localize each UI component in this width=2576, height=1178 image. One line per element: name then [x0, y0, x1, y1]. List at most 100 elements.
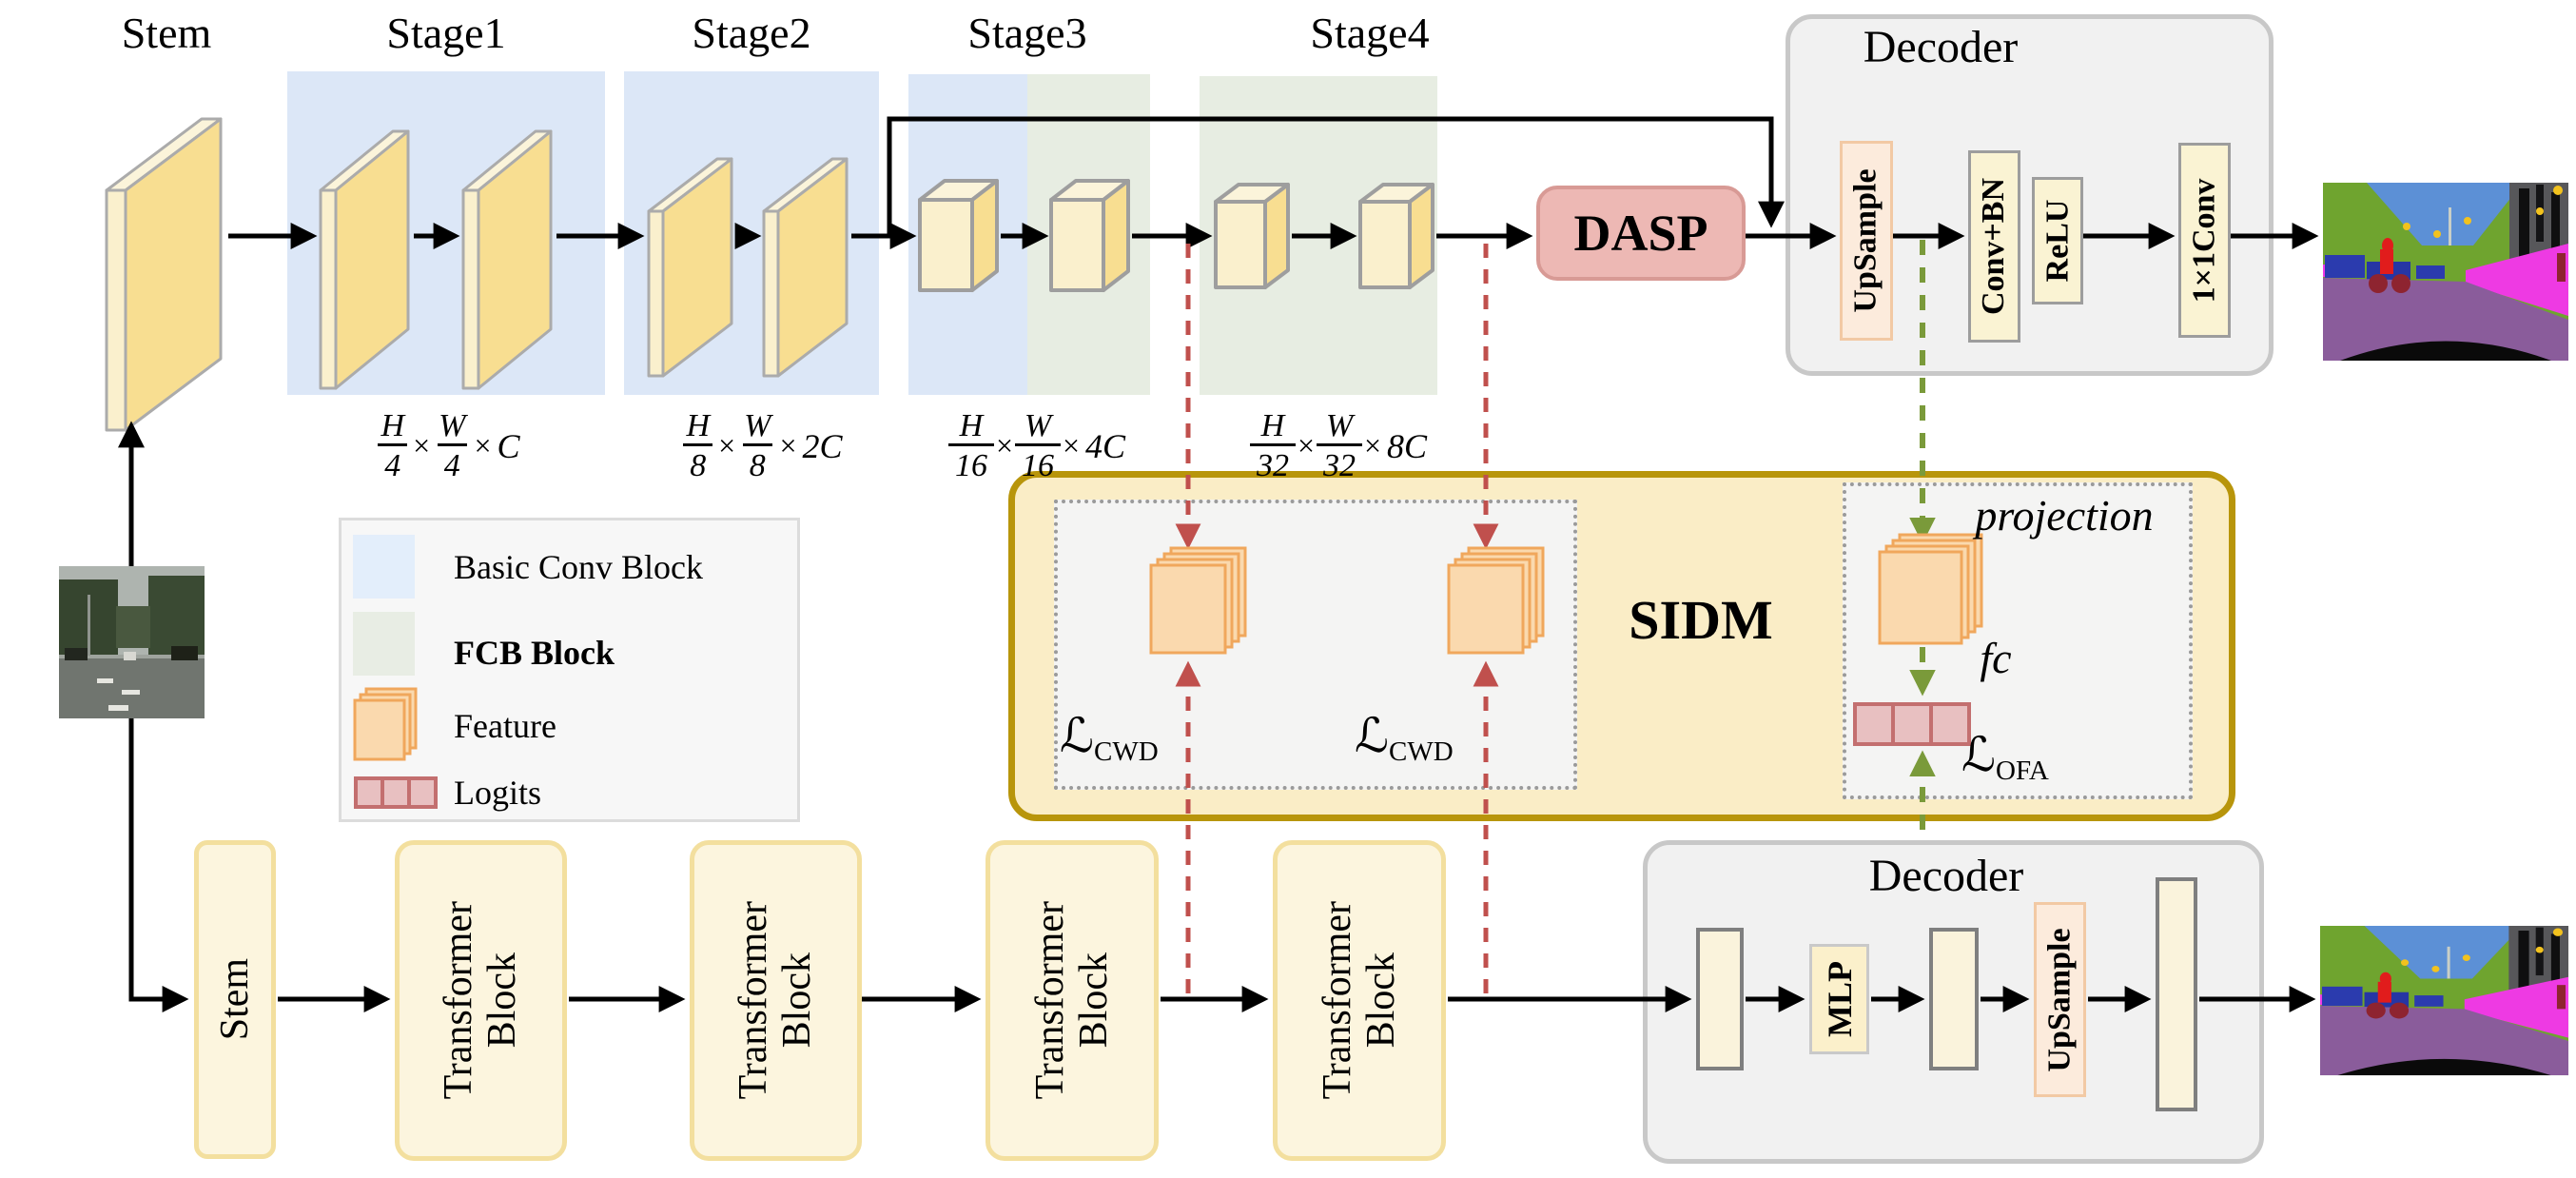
transformer-block-label-line2: Block [480, 952, 525, 1049]
transformer-block-label-line1: Transformer [437, 901, 481, 1100]
student-stem-block: Stem [194, 840, 276, 1159]
dim-denominator: 8 [742, 442, 772, 483]
loss-letter: ℒ [1355, 708, 1390, 763]
stage1-slab-2 [461, 129, 553, 390]
stage3-cube-2 [1049, 179, 1130, 292]
loss-cwd-1: ℒ CWD [1060, 712, 1159, 768]
dim-denominator: 4 [378, 442, 408, 483]
student-mlp-bar: MLP [1809, 944, 1869, 1054]
feature-icon [351, 687, 421, 763]
stage4-cube-1 [1214, 183, 1290, 289]
student-feature-bar-2 [1929, 928, 1979, 1070]
teacher-upsample-label: UpSample [1848, 168, 1884, 313]
dim-denominator: 32 [1249, 442, 1296, 483]
cwd-feature-stack-2 [1447, 546, 1545, 655]
stage2-title: Stage2 [692, 9, 811, 57]
legend-basic-conv-swatch [353, 535, 415, 599]
stage1-title: Stage1 [386, 9, 506, 57]
student-upsample-label: UpSample [2041, 927, 2078, 1072]
times-sign: × [995, 428, 1013, 463]
teacher-output-segmentation [2323, 183, 2568, 361]
dim-numerator: W [1325, 408, 1354, 443]
teacher-conv1x1-label: 1×1Conv [2186, 178, 2222, 303]
student-upsample-bar: UpSample [2034, 902, 2086, 1097]
loss-cwd-2: ℒ CWD [1355, 712, 1454, 768]
dim-denominator: 4 [437, 442, 467, 483]
dim-numerator: W [439, 408, 466, 443]
dim-channels: 4C [1085, 426, 1126, 465]
sidm-title: SIDM [1629, 589, 1773, 651]
teacher-conv-bn-bar: Conv+BN [1968, 150, 2020, 343]
loss-subscript: CWD [1094, 736, 1159, 767]
teacher-conv1x1-bar: 1×1Conv [2178, 143, 2231, 338]
legend-label-fcb: FCB Block [454, 634, 615, 672]
dim-channels: C [497, 426, 520, 465]
fc-label: fc [1980, 634, 2012, 682]
loss-subscript: CWD [1389, 736, 1454, 767]
student-mlp-label: MLP [1820, 961, 1859, 1037]
legend-label-logits: Logits [454, 774, 542, 812]
teacher-relu-label: ReLU [2039, 199, 2076, 283]
teacher-relu-bar: ReLU [2032, 177, 2083, 304]
dasp-label: DASP [1573, 205, 1708, 262]
skip-connection-line [887, 116, 1785, 236]
projection-label: projection [1975, 491, 2154, 540]
loss-letter: ℒ [1961, 727, 1997, 782]
stage2-slab-1 [647, 157, 733, 378]
legend-label-feature: Feature [454, 707, 556, 745]
transformer-block-label-line1: Transformer [1027, 901, 1072, 1100]
dim-denominator: 16 [947, 442, 994, 483]
projection-feature-stack [1878, 533, 1983, 645]
dim-numerator: H [1260, 408, 1285, 443]
transformer-block-label-line1: Transformer [732, 901, 776, 1100]
dim-channels: 8C [1387, 426, 1428, 465]
dim-denominator: 32 [1316, 442, 1362, 483]
dim-numerator: H [381, 408, 405, 443]
loss-letter: ℒ [1060, 708, 1095, 763]
times-sign: × [474, 428, 492, 463]
dasp-block: DASP [1536, 186, 1746, 281]
times-sign: × [779, 428, 797, 463]
stage3-title: Stage3 [967, 9, 1087, 57]
stage4-title: Stage4 [1310, 9, 1430, 57]
dim-channels: 2C [802, 426, 843, 465]
teacher-stem-slab [105, 117, 223, 432]
dim-numerator: H [686, 408, 711, 443]
teacher-decoder-title: Decoder [1863, 22, 2019, 72]
times-sign: × [413, 428, 431, 463]
stage4-cube-2 [1358, 183, 1434, 289]
transformer-block-label-line1: Transformer [1315, 901, 1359, 1100]
legend-box [339, 518, 800, 822]
logits-icon [353, 776, 439, 810]
loss-ofa: ℒ OFA [1961, 731, 2049, 787]
times-sign: × [1062, 428, 1081, 463]
student-feature-bar-3 [2156, 877, 2197, 1111]
logits-bar [1853, 702, 1971, 746]
times-sign: × [718, 428, 736, 463]
student-feature-bar-1 [1696, 928, 1744, 1070]
teacher-stem-title: Stem [121, 9, 212, 57]
student-output-segmentation [2320, 926, 2568, 1075]
stage2-slab-2 [762, 157, 849, 378]
dim-numerator: W [1024, 408, 1052, 443]
stage3-cube-1 [918, 179, 999, 292]
input-connector-lines [118, 421, 189, 1012]
cwd-distill-dashed-lines [1175, 244, 1499, 993]
transformer-block-label-line2: Block [775, 952, 820, 1049]
loss-subscript: OFA [1996, 756, 2049, 786]
student-stem-label: Stem [212, 958, 257, 1041]
legend-label-basic-conv: Basic Conv Block [454, 548, 703, 586]
dim-denominator: 8 [683, 442, 713, 483]
dim-denominator: 16 [1014, 442, 1061, 483]
teacher-upsample-bar: UpSample [1840, 141, 1893, 341]
teacher-conv-bn-label: Conv+BN [1976, 177, 2012, 316]
